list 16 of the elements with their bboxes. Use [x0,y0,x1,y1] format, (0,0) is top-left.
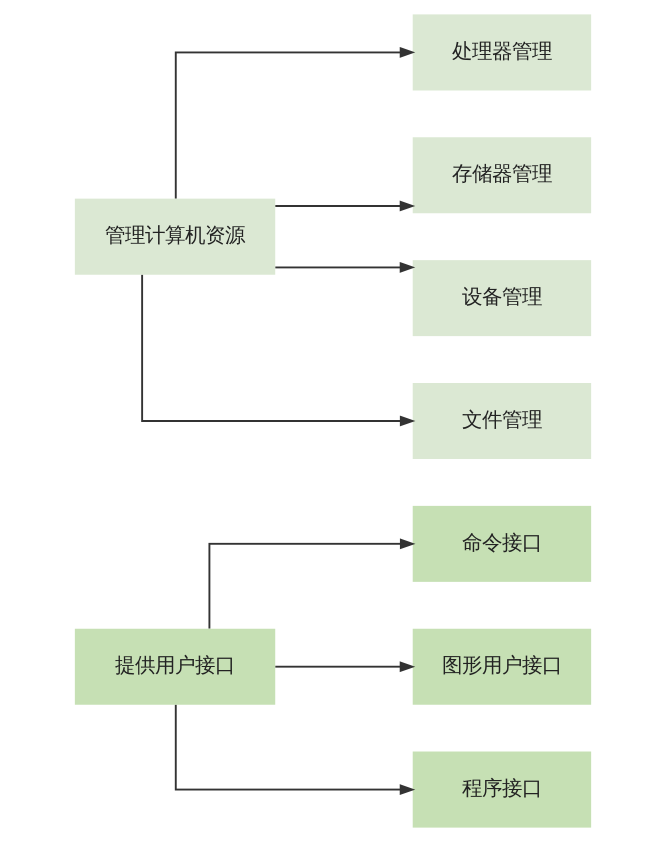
arrow [274,200,415,212]
node-box: 命令接口 [412,506,591,582]
arrow [274,262,415,273]
node-box: 图形用户接口 [412,628,591,705]
node-box: 设备管理 [412,260,591,336]
arrow [208,538,415,629]
arrow [174,704,415,795]
node-box: 存储器管理 [412,137,591,214]
node-box: 程序接口 [412,752,591,828]
node-box: 处理器管理 [412,14,591,90]
arrow [274,661,415,672]
arrow [140,274,415,426]
node-box: 管理计算机资源 [74,198,275,275]
node-box: 文件管理 [412,382,591,460]
arrow [174,47,415,199]
node-box: 提供用户接口 [74,628,275,705]
